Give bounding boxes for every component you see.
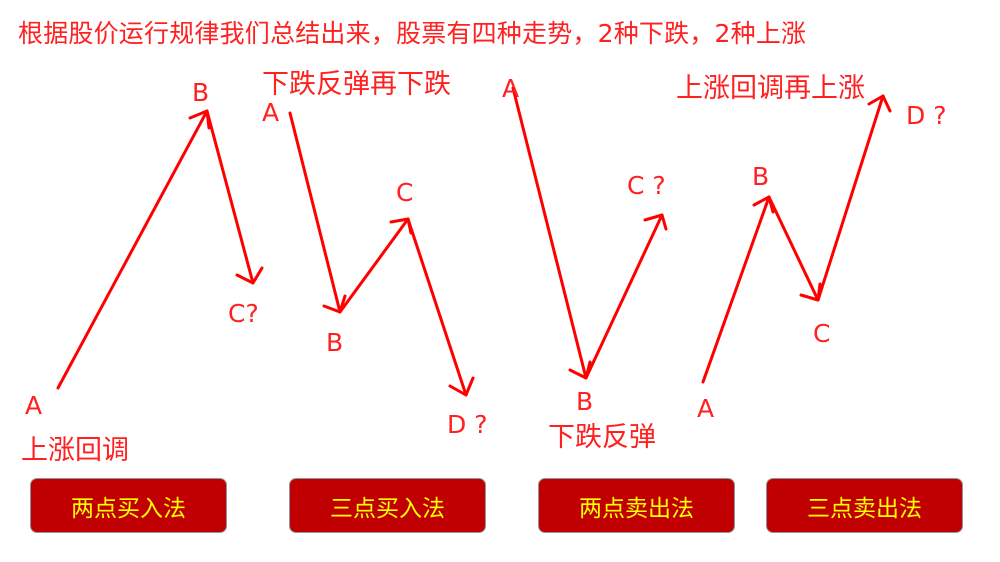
pattern-rise-pullback-rise-arrows: [701, 94, 892, 384]
three-point-sell-button[interactable]: 三点卖出法: [766, 478, 963, 533]
arrowhead-c: [643, 213, 668, 231]
pattern-caption-fall-rebound: 下跌反弹: [548, 422, 656, 453]
arrow-a-to-b: [56, 109, 209, 390]
arrowhead-d: [867, 94, 892, 113]
point-label-c: C?: [228, 299, 259, 328]
pattern-rise-pullback-arrows: [56, 109, 264, 390]
two-point-sell-button[interactable]: 两点卖出法: [538, 478, 735, 533]
point-label-b: B: [192, 78, 210, 107]
point-label-d: D ?: [447, 410, 488, 439]
arrow-a-to-b: [288, 111, 342, 314]
arrow-b-to-c: [584, 213, 664, 380]
point-label-b: B: [752, 162, 770, 191]
arrowhead-d: [448, 376, 475, 397]
point-label-a: A: [502, 74, 520, 103]
arrow-b-to-c: [767, 195, 820, 302]
point-label-b: B: [326, 328, 344, 357]
point-label-a: A: [262, 98, 280, 127]
arrowhead-c: [235, 266, 264, 285]
arrow-b-to-c: [338, 217, 410, 314]
point-label-b: B: [576, 387, 594, 416]
point-label-c: C: [813, 319, 831, 348]
point-label-a: A: [25, 391, 43, 420]
page-title: 根据股价运行规律我们总结出来，股票有四种走势，2种下跌，2种上涨: [18, 19, 807, 48]
arrow-b-to-c: [205, 109, 255, 285]
arrow-a-to-b: [511, 86, 588, 380]
three-point-buy-button[interactable]: 三点买入法: [289, 478, 486, 533]
arrow-c-to-d: [406, 217, 468, 397]
two-point-buy-button[interactable]: 两点买入法: [30, 478, 227, 533]
pattern-caption-rise-pullback-rise: 上涨回调再上涨: [676, 73, 865, 104]
pattern-fall-rebound-fall-arrows: [288, 111, 475, 397]
arrow-c-to-d: [816, 94, 885, 302]
point-label-a: A: [697, 394, 715, 423]
point-label-c: C ?: [627, 171, 666, 200]
pattern-caption-rise-pullback: 上涨回调: [21, 435, 129, 466]
point-label-c: C: [396, 178, 414, 207]
point-label-d: D ?: [906, 101, 947, 130]
arrow-a-to-b: [701, 195, 771, 384]
pattern-fall-rebound-arrows: [511, 86, 668, 380]
pattern-caption-fall-rebound-fall: 下跌反弹再下跌: [262, 69, 451, 100]
